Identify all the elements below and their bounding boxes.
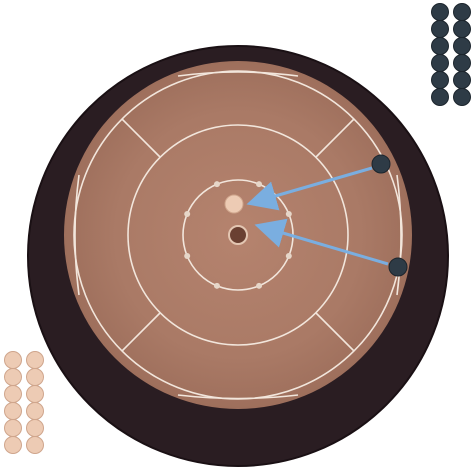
shooting-line-top [177,71,299,77]
dark-reserve-piece[interactable] [431,88,449,106]
dark-disc-shooter-2[interactable] [388,257,408,277]
light-reserve-piece[interactable] [26,351,44,369]
peg [184,210,191,217]
peg-ring [184,181,292,289]
dark-reserve-piece[interactable] [453,54,471,72]
peg [213,282,220,289]
light-reserve-piece[interactable] [4,385,22,403]
light-reserve-piece[interactable] [26,402,44,420]
shooting-line-right [396,174,402,296]
quadrant-line-sw [121,312,161,352]
aim-arrows [246,166,389,266]
aim-arrow-2 [254,218,389,266]
peg [256,282,263,289]
light-reserve-piece[interactable] [26,385,44,403]
dark-reserve-piece[interactable] [431,71,449,89]
dark-reserve-piece[interactable] [453,37,471,55]
aim-arrow-1 [246,166,373,211]
dark-reserve-piece[interactable] [453,20,471,38]
light-disc-target[interactable] [224,194,244,214]
dark-disc-shooter-1[interactable] [371,154,391,174]
peg [213,181,220,188]
light-reserve-piece[interactable] [4,351,22,369]
light-reserve-piece[interactable] [4,436,22,454]
shooting-line-bottom [177,394,299,400]
light-reserve-piece[interactable] [26,436,44,454]
quadrant-line-nw [121,118,161,158]
dark-reserve-piece[interactable] [431,37,449,55]
pieces-on-board [224,154,408,277]
light-reserve-piece[interactable] [26,419,44,437]
light-reserve-piece[interactable] [4,368,22,386]
dark-reserve-piece[interactable] [453,71,471,89]
dark-reserve-piece[interactable] [431,3,449,21]
dark-reserve-piece[interactable] [431,54,449,72]
peg [285,253,292,260]
middle-ring-line [127,124,349,346]
light-reserve-piece[interactable] [26,368,44,386]
crokinole-board [27,45,449,467]
dark-piece-reserve [431,3,471,106]
light-reserve-piece[interactable] [4,419,22,437]
peg [256,181,263,188]
dark-reserve-piece[interactable] [453,88,471,106]
light-reserve-piece[interactable] [4,402,22,420]
quadrant-line-se [315,312,355,352]
dark-reserve-piece[interactable] [431,20,449,38]
peg [184,253,191,260]
center-hole [228,225,248,245]
peg [285,210,292,217]
quadrant-line-ne [315,118,355,158]
light-piece-reserve [4,351,44,454]
shooting-line-left [74,174,80,296]
dark-reserve-piece[interactable] [453,3,471,21]
